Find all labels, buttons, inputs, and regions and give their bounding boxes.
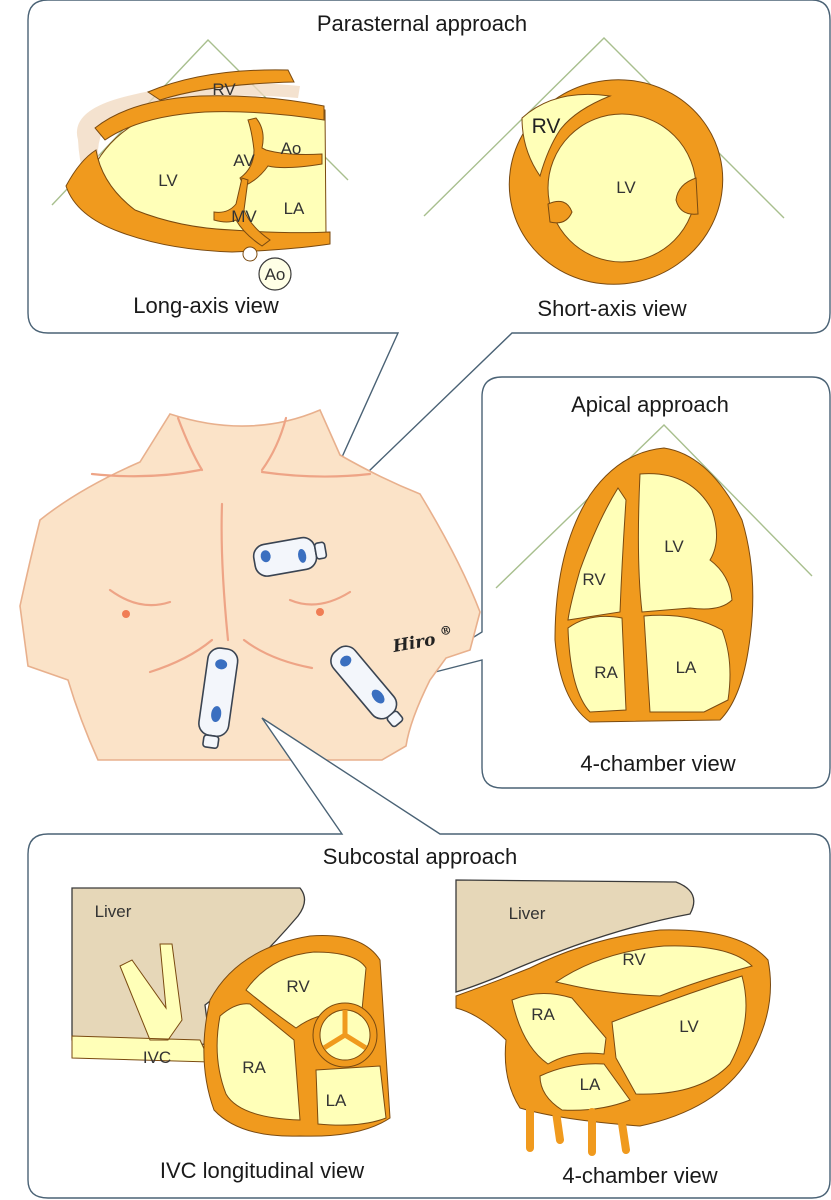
parasternal-title: Parasternal approach bbox=[317, 11, 527, 36]
long-axis-mitral-valve bbox=[213, 177, 271, 247]
apical-rv-cavity bbox=[567, 487, 627, 621]
apical-lv-cavity bbox=[637, 473, 733, 613]
four-chamber-liver bbox=[455, 879, 695, 993]
label-la: LA bbox=[284, 199, 305, 218]
clavicle-left bbox=[90, 468, 202, 478]
neck-left bbox=[176, 416, 204, 472]
ivc-la-cavity bbox=[315, 1065, 387, 1126]
ultrasound-probe-icon bbox=[330, 645, 404, 728]
signature-mark: ® bbox=[439, 623, 453, 639]
clavicle-right bbox=[260, 470, 372, 478]
long-axis-rv-wall bbox=[146, 69, 295, 101]
pectoral-right bbox=[288, 590, 352, 606]
four-chamber-la-cavity bbox=[539, 1063, 631, 1111]
torso-illustration: Hiro ® bbox=[19, 408, 481, 761]
apical-panel: Apical approach LV RV RA LA 4-chamber vi… bbox=[403, 376, 831, 789]
ultrasound-probe-icon bbox=[198, 647, 239, 749]
apical-sector bbox=[495, 424, 813, 589]
label-rv: RV bbox=[212, 80, 236, 99]
neck-right bbox=[260, 416, 288, 472]
short-axis-caption: Short-axis view bbox=[537, 296, 686, 321]
label-lv: LV bbox=[679, 1017, 699, 1036]
subcostal-title: Subcostal approach bbox=[323, 844, 517, 869]
long-axis-view: RV LV AV Ao MV LA Ao Long-axis view bbox=[51, 38, 349, 318]
subcostal-panel: Subcostal approach Liver RV RA LA IVC IV… bbox=[27, 717, 831, 1199]
four-chamber-rv-cavity bbox=[554, 945, 753, 997]
label-liver: Liver bbox=[95, 902, 132, 921]
label-la: LA bbox=[326, 1091, 347, 1110]
label-rv: RV bbox=[582, 570, 606, 589]
label-ra: RA bbox=[531, 1005, 555, 1024]
descending-aorta-circle bbox=[258, 257, 292, 291]
label-lv: LV bbox=[664, 537, 684, 556]
long-axis-posterior-wall bbox=[65, 149, 331, 253]
descending-aorta-lumen bbox=[242, 246, 258, 262]
label-ra: RA bbox=[594, 663, 618, 682]
label-rv: RV bbox=[622, 950, 646, 969]
short-axis-papillary-left bbox=[547, 200, 573, 224]
long-axis-aortic-wall bbox=[239, 117, 323, 187]
label-av: AV bbox=[233, 151, 255, 170]
nipple-left bbox=[122, 610, 130, 618]
label-la: LA bbox=[580, 1075, 601, 1094]
apical-ra-cavity bbox=[567, 615, 627, 713]
sternum-line bbox=[220, 502, 230, 642]
apical-la-cavity bbox=[643, 614, 731, 713]
parasternal-panel: Parasternal approach RV LV AV Ao MV LA A… bbox=[27, 0, 831, 529]
torso-body bbox=[19, 408, 481, 761]
short-axis-view: RV LV Short-axis view bbox=[423, 37, 785, 321]
label-lv: LV bbox=[616, 178, 636, 197]
label-ivc: IVC bbox=[143, 1048, 171, 1067]
four-chamber-lv-cavity bbox=[611, 975, 747, 1095]
short-axis-sector bbox=[423, 37, 785, 219]
apical-title: Apical approach bbox=[571, 392, 729, 417]
label-rv: RV bbox=[532, 115, 561, 138]
pulmonary-veins bbox=[526, 1104, 630, 1156]
subcostal-four-chamber-view: Liver RV RA LV LA 4-chamber view bbox=[455, 879, 771, 1188]
ivc-ra-cavity bbox=[216, 1003, 301, 1121]
label-ao-descending: Ao bbox=[265, 265, 286, 284]
ivc-longitudinal-view: Liver RV RA LA IVC IVC longitudinal view bbox=[71, 887, 391, 1183]
long-axis-septum bbox=[94, 95, 325, 141]
four-chamber-ra-cavity bbox=[511, 993, 607, 1065]
short-axis-papillary-right bbox=[675, 177, 699, 215]
label-la: LA bbox=[676, 658, 697, 677]
pectoral-left bbox=[108, 588, 172, 607]
label-lv: LV bbox=[158, 171, 178, 190]
short-axis-rv-cavity bbox=[521, 93, 612, 178]
long-axis-caption: Long-axis view bbox=[133, 293, 279, 318]
label-ra: RA bbox=[242, 1058, 266, 1077]
ribcage-right bbox=[242, 638, 314, 670]
nipple-right bbox=[316, 608, 324, 616]
ivc-view-caption: IVC longitudinal view bbox=[160, 1158, 364, 1183]
label-ao: Ao bbox=[281, 139, 302, 158]
aortic-valve-cusps bbox=[322, 1010, 368, 1051]
subcostal-four-chamber-caption: 4-chamber view bbox=[562, 1163, 717, 1188]
apical-caption: 4-chamber view bbox=[580, 751, 735, 776]
label-liver: Liver bbox=[509, 904, 546, 923]
ultrasound-probe-icon bbox=[252, 536, 328, 577]
label-rv: RV bbox=[286, 977, 310, 996]
ribcage-left bbox=[148, 638, 214, 674]
label-mv: MV bbox=[231, 207, 257, 226]
